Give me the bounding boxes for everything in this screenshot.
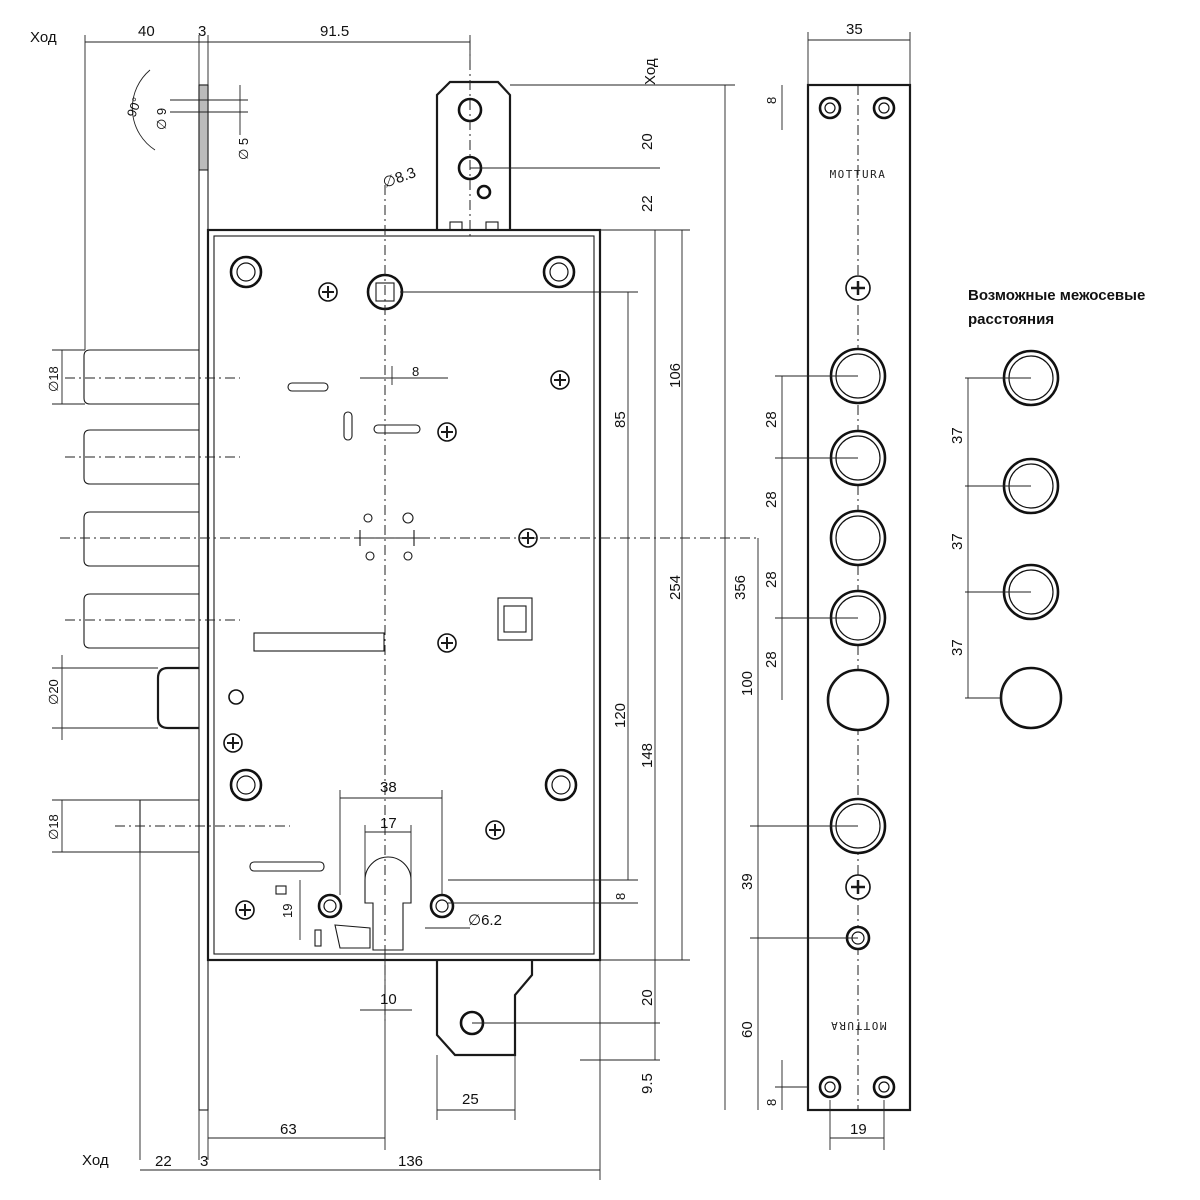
dim-d5: ∅ 5 xyxy=(236,138,251,160)
dim-3-top: 3 xyxy=(198,23,206,40)
dim-38: 38 xyxy=(380,779,397,796)
travel-label-vertical: Ход xyxy=(642,58,659,85)
dim-d18-a: ∅18 xyxy=(46,366,61,392)
phillips-screw-icon xyxy=(550,370,570,390)
possible-spacing-title-line2: расстояния xyxy=(968,311,1054,328)
dim-d20-left: ∅20 xyxy=(46,679,61,705)
phillips-screw-icon xyxy=(845,275,871,301)
phillips-screw-icon xyxy=(235,900,255,920)
dim-28-1: 28 xyxy=(763,411,780,428)
dim-90-deg: 90° xyxy=(124,95,145,119)
dim-85: 85 xyxy=(612,411,629,428)
cylinder-fixing-hole xyxy=(429,893,455,919)
dim-d6-2: ∅6.2 xyxy=(468,912,502,929)
dim-8-plate-bottom: 8 xyxy=(764,1099,779,1106)
latch-hole-icon xyxy=(999,666,1063,730)
dim-8-cyl: 8 xyxy=(613,893,628,900)
dim-20-top: 20 xyxy=(639,133,656,150)
dim-10: 10 xyxy=(380,991,397,1008)
mount-hole-icon xyxy=(818,1075,842,1099)
dim-25: 25 xyxy=(462,1091,479,1108)
mount-hole-icon xyxy=(818,96,842,120)
phillips-screw-icon xyxy=(485,820,505,840)
mount-hole-icon xyxy=(872,96,896,120)
dim-22-bottom: 22 xyxy=(155,1153,172,1170)
travel-label-top: Ход xyxy=(30,29,57,46)
dim-136: 136 xyxy=(398,1153,423,1170)
dim-8-plate-top: 8 xyxy=(764,97,779,104)
possible-spacing-illustration: Возможные межосевые расстояния xyxy=(965,287,1145,730)
phillips-screw-icon xyxy=(318,282,338,302)
mount-hole-icon xyxy=(872,1075,896,1099)
dim-8-square: 8 xyxy=(412,364,419,379)
bolts xyxy=(83,349,199,853)
dim-37-2: 37 xyxy=(949,533,966,550)
dim-17: 17 xyxy=(380,815,397,832)
cylinder-fixing-hole xyxy=(317,893,343,919)
dim-22: 22 xyxy=(639,195,656,212)
phillips-screw-icon xyxy=(437,633,457,653)
strike-plate: MOTTURA MOTTURA xyxy=(806,83,912,1112)
dim-28-4: 28 xyxy=(763,651,780,668)
dim-91-5: 91.5 xyxy=(320,23,349,40)
bolt-hole-icon xyxy=(829,509,887,567)
mount-hole-icon xyxy=(229,255,263,289)
dim-d8-3: ∅8.3 xyxy=(381,164,419,192)
dim-19: 19 xyxy=(280,904,295,918)
dim-28-3: 28 xyxy=(763,571,780,588)
mount-hole-icon xyxy=(542,255,576,289)
dim-60: 60 xyxy=(739,1021,756,1038)
dim-d9: ∅ 9 xyxy=(154,108,169,130)
dim-19-plate: 19 xyxy=(850,1121,867,1138)
dim-356: 356 xyxy=(732,575,749,600)
brand-bottom: MOTTURA xyxy=(830,1019,887,1032)
dim-d18-b: ∅18 xyxy=(46,814,61,840)
dimension-lines xyxy=(52,32,911,1180)
dimension-labels: Ход Ход Ход 40 3 91.5 90° ∅ 9 ∅ 5 ∅8.3 2… xyxy=(30,21,966,1170)
dim-20-bottom: 20 xyxy=(639,989,656,1006)
travel-label-bottom: Ход xyxy=(82,1152,109,1169)
dim-100: 100 xyxy=(739,671,756,696)
phillips-screw-icon xyxy=(437,422,457,442)
dim-254: 254 xyxy=(667,575,684,600)
dim-35: 35 xyxy=(846,21,863,38)
phillips-screw-icon xyxy=(223,733,243,753)
body-mount-holes xyxy=(229,255,578,802)
dim-3-bottom: 3 xyxy=(200,1153,208,1170)
mount-hole-icon xyxy=(229,768,263,802)
dim-37-1: 37 xyxy=(949,427,966,444)
phillips-screw-icon xyxy=(845,874,871,900)
dim-28-2: 28 xyxy=(763,491,780,508)
latch-hole-icon xyxy=(826,668,890,732)
brand-top: MOTTURA xyxy=(830,168,887,181)
mount-hole-icon xyxy=(544,768,578,802)
dim-63: 63 xyxy=(280,1121,297,1138)
faceplate xyxy=(198,84,209,1111)
dim-9-5: 9.5 xyxy=(639,1073,656,1094)
lock-body xyxy=(206,80,602,1057)
dim-120: 120 xyxy=(612,703,629,728)
dim-37-3: 37 xyxy=(949,639,966,656)
dim-39: 39 xyxy=(739,873,756,890)
dim-148: 148 xyxy=(639,743,656,768)
dim-40: 40 xyxy=(138,23,155,40)
body-screws xyxy=(223,282,570,920)
dim-106: 106 xyxy=(667,363,684,388)
possible-spacing-title-line1: Возможные межосевые xyxy=(968,287,1145,304)
internal-features xyxy=(249,382,533,951)
